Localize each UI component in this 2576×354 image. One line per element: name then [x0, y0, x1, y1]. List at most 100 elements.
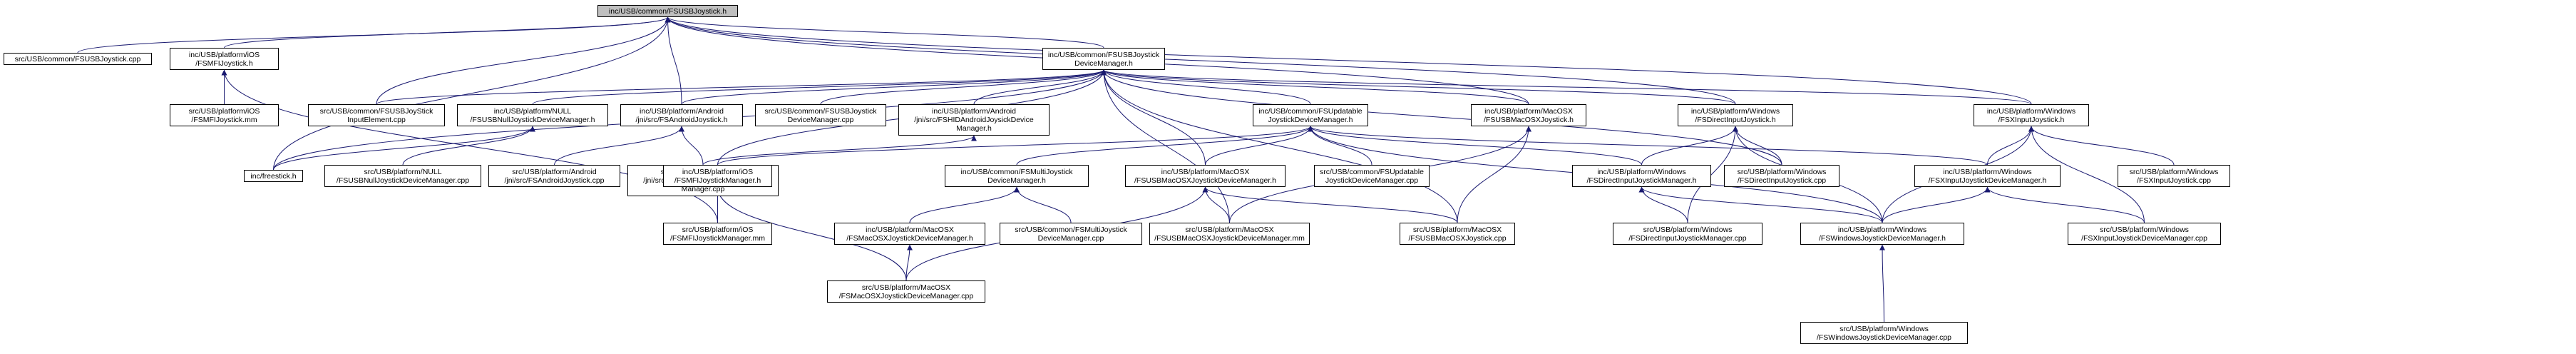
file-node[interactable]: inc/USB/platform/Windows/FSWindowsJoysti…: [1800, 223, 1964, 245]
dependency-edge: [717, 126, 1313, 166]
file-node[interactable]: inc/USB/platform/Android/jni/src/FSAndro…: [620, 104, 743, 126]
file-node[interactable]: src/USB/platform/Windows/FSWindowsJoysti…: [1800, 322, 1968, 344]
file-node-label-line: src/USB/platform/MacOSX: [1412, 225, 1502, 234]
file-node[interactable]: inc/USB/platform/Android/jni/src/FSHIDAn…: [898, 104, 1050, 136]
dependency-edge: [1101, 69, 1311, 105]
file-node-label-line: src/USB/common/FSUpdatable: [1320, 167, 1424, 176]
file-node[interactable]: inc/USB/platform/Windows/FSXInputJoystic…: [1974, 104, 2089, 126]
file-node-label-line: JoystickDeviceManager.cpp: [1325, 176, 1419, 185]
file-node-label-line: inc/USB/platform/NULL: [493, 106, 572, 116]
file-node-label-line: inc/USB/common/FSUSBJoystick: [1047, 50, 1160, 59]
file-node[interactable]: src/USB/platform/iOS/FSMFIJoystickManage…: [663, 223, 772, 245]
dependency-edge: [702, 135, 977, 166]
file-node-label-line: /FSXInputJoystick.cpp: [2137, 176, 2211, 185]
file-node-label-line: inc/USB/platform/MacOSX: [1161, 167, 1250, 176]
file-node[interactable]: inc/freestick.h: [244, 170, 303, 182]
file-node-label-line: src/USB/platform/Windows: [1643, 225, 1733, 234]
dependency-edge: [1101, 69, 1529, 105]
file-node-label-line: /FSMacOSXJoystickDeviceManager.h: [846, 233, 973, 243]
file-node-label-line: /FSXInputJoystickDeviceManager.h: [1928, 176, 2047, 185]
file-node[interactable]: inc/USB/platform/MacOSX/FSMacOSXJoystick…: [834, 223, 985, 245]
file-node[interactable]: inc/USB/platform/MacOSX/FSUSBMacOSXJoyst…: [1125, 165, 1286, 187]
file-node-label-line: /jni/src/FSAndroidJoystick.cpp: [504, 176, 605, 185]
file-node[interactable]: inc/USB/platform/Windows/FSDirectInputJo…: [1678, 104, 1793, 126]
dependency-edge: [1205, 126, 1313, 166]
file-node-label-line: InputElement.cpp: [347, 115, 406, 124]
file-node[interactable]: src/USB/platform/Android/jni/src/FSAndro…: [488, 165, 620, 187]
file-node-label-line: /FSUSBNullJoystickDeviceManager.cpp: [336, 176, 470, 185]
file-node[interactable]: src/USB/platform/MacOSX/FSMacOSXJoystick…: [827, 280, 985, 303]
file-node-label-line: inc/USB/platform/Android: [932, 107, 1016, 116]
dependency-edge: [664, 16, 682, 105]
dependency-edge: [1202, 186, 1458, 223]
dependency-edge: [1984, 186, 2145, 223]
file-node-label-line: /FSWindowsJoystickDeviceManager.h: [1819, 233, 1946, 243]
file-node-label-line: /FSDirectInputJoystick.cpp: [1737, 176, 1827, 185]
file-node-label-line: inc/USB/platform/MacOSX: [866, 225, 954, 234]
file-node-label-line: /FSUSBMacOSXJoystick.cpp: [1408, 233, 1507, 243]
file-node[interactable]: src/USB/platform/Windows/FSXInputJoystic…: [2068, 223, 2221, 245]
file-node-label-line: src/USB/platform/MacOSX: [1185, 225, 1274, 234]
dependency-edge: [909, 186, 1020, 223]
file-node-label-line: src/USB/platform/MacOSX: [861, 283, 951, 292]
file-node[interactable]: src/USB/platform/MacOSX/FSUSBMacOSXJoyst…: [1149, 223, 1310, 245]
file-node[interactable]: src/USB/platform/iOS/FSMFIJoystick.mm: [170, 104, 279, 126]
dependency-edge: [1101, 69, 1736, 105]
file-node[interactable]: src/USB/platform/Windows/FSXInputJoystic…: [2118, 165, 2230, 187]
file-node-label-line: src/USB/platform/iOS: [682, 225, 754, 234]
file-node[interactable]: inc/USB/platform/iOS/FSMFIJoystickManage…: [663, 165, 772, 187]
dependency-edge: [1638, 186, 1883, 223]
dependency-edge: [224, 16, 671, 49]
file-node-label-line: inc/USB/platform/Windows: [1986, 106, 2076, 116]
dependency-edge: [1014, 186, 1072, 223]
file-node-label-line: /FSMacOSXJoystickDeviceManager.cpp: [838, 291, 974, 300]
file-node-label-line: /FSUSBMacOSXJoystickDeviceManager.mm: [1154, 233, 1305, 243]
file-node[interactable]: inc/USB/platform/iOS/FSMFIJoystick.h: [170, 48, 279, 70]
dependency-edge: [1687, 126, 1738, 223]
file-node[interactable]: src/USB/platform/MacOSX/FSUSBMacOSXJoyst…: [1400, 223, 1515, 245]
file-node-label-line: src/USB/common/FSUSBJoystick: [764, 106, 877, 116]
file-node-label-line: /FSUSBMacOSXJoystickDeviceManager.h: [1134, 176, 1276, 185]
file-node-label-line: Manager.cpp: [681, 185, 725, 193]
file-node-label-line: src/USB/platform/iOS: [188, 106, 260, 116]
file-node-label-line: DeviceManager.cpp: [787, 115, 854, 124]
file-node-label-line: /FSDirectInputJoystick.h: [1695, 115, 1776, 124]
file-node-label-line: src/USB/common/FSUSBJoystick.cpp: [14, 54, 141, 64]
file-node[interactable]: inc/USB/platform/Windows/FSXInputJoystic…: [1914, 165, 2061, 187]
dependency-edge: [1101, 69, 2032, 105]
dependency-edge: [905, 244, 913, 281]
dependency-edge: [1101, 69, 1230, 223]
file-node-label-line: inc/USB/common/FSMultiJoystick: [960, 167, 1073, 176]
file-node-label-line: /FSXInputJoystick.h: [1998, 115, 2065, 124]
file-node[interactable]: src/USB/platform/NULL/FSUSBNullJoystickD…: [324, 165, 481, 187]
file-node-label-line: src/USB/common/FSUSBJoyStick: [319, 106, 433, 116]
file-node-label-line: DeviceManager.cpp: [1037, 233, 1104, 243]
file-node-label-line: DeviceManager.h: [987, 176, 1046, 185]
dependency-edge: [679, 126, 704, 166]
dependency-edge: [1733, 126, 1782, 166]
dependency-edge: [554, 126, 684, 166]
file-node-label-line: inc/USB/platform/iOS: [682, 167, 754, 176]
file-node[interactable]: inc/USB/platform/Windows/FSDirectInputJo…: [1572, 165, 1711, 187]
dependency-edge: [820, 69, 1107, 105]
dependency-edge: [1308, 126, 1642, 166]
file-node-label-line: Manager.h: [956, 124, 992, 133]
file-node-label-line: inc/USB/common/FSUpdatable: [1258, 106, 1363, 116]
file-node[interactable]: src/USB/platform/Windows/FSDirectInputJo…: [1724, 165, 1839, 187]
file-node-label-line: inc/USB/platform/Android: [640, 106, 724, 116]
file-node[interactable]: src/USB/common/FSUSBJoystick.cpp: [4, 53, 152, 65]
file-node-label-line: /FSDirectInputJoystickManager.h: [1586, 176, 1697, 185]
file-node[interactable]: src/USB/platform/Windows/FSDirectInputJo…: [1613, 223, 1762, 245]
dependency-edge: [1016, 126, 1313, 166]
file-node[interactable]: inc/USB/platform/NULL/FSUSBNullJoystickD…: [457, 104, 608, 126]
dependency-edge: [1101, 69, 1782, 166]
file-node-label-line: inc/freestick.h: [250, 171, 297, 181]
file-node[interactable]: inc/USB/platform/MacOSX/FSUSBMacOSXJoyst…: [1471, 104, 1586, 126]
